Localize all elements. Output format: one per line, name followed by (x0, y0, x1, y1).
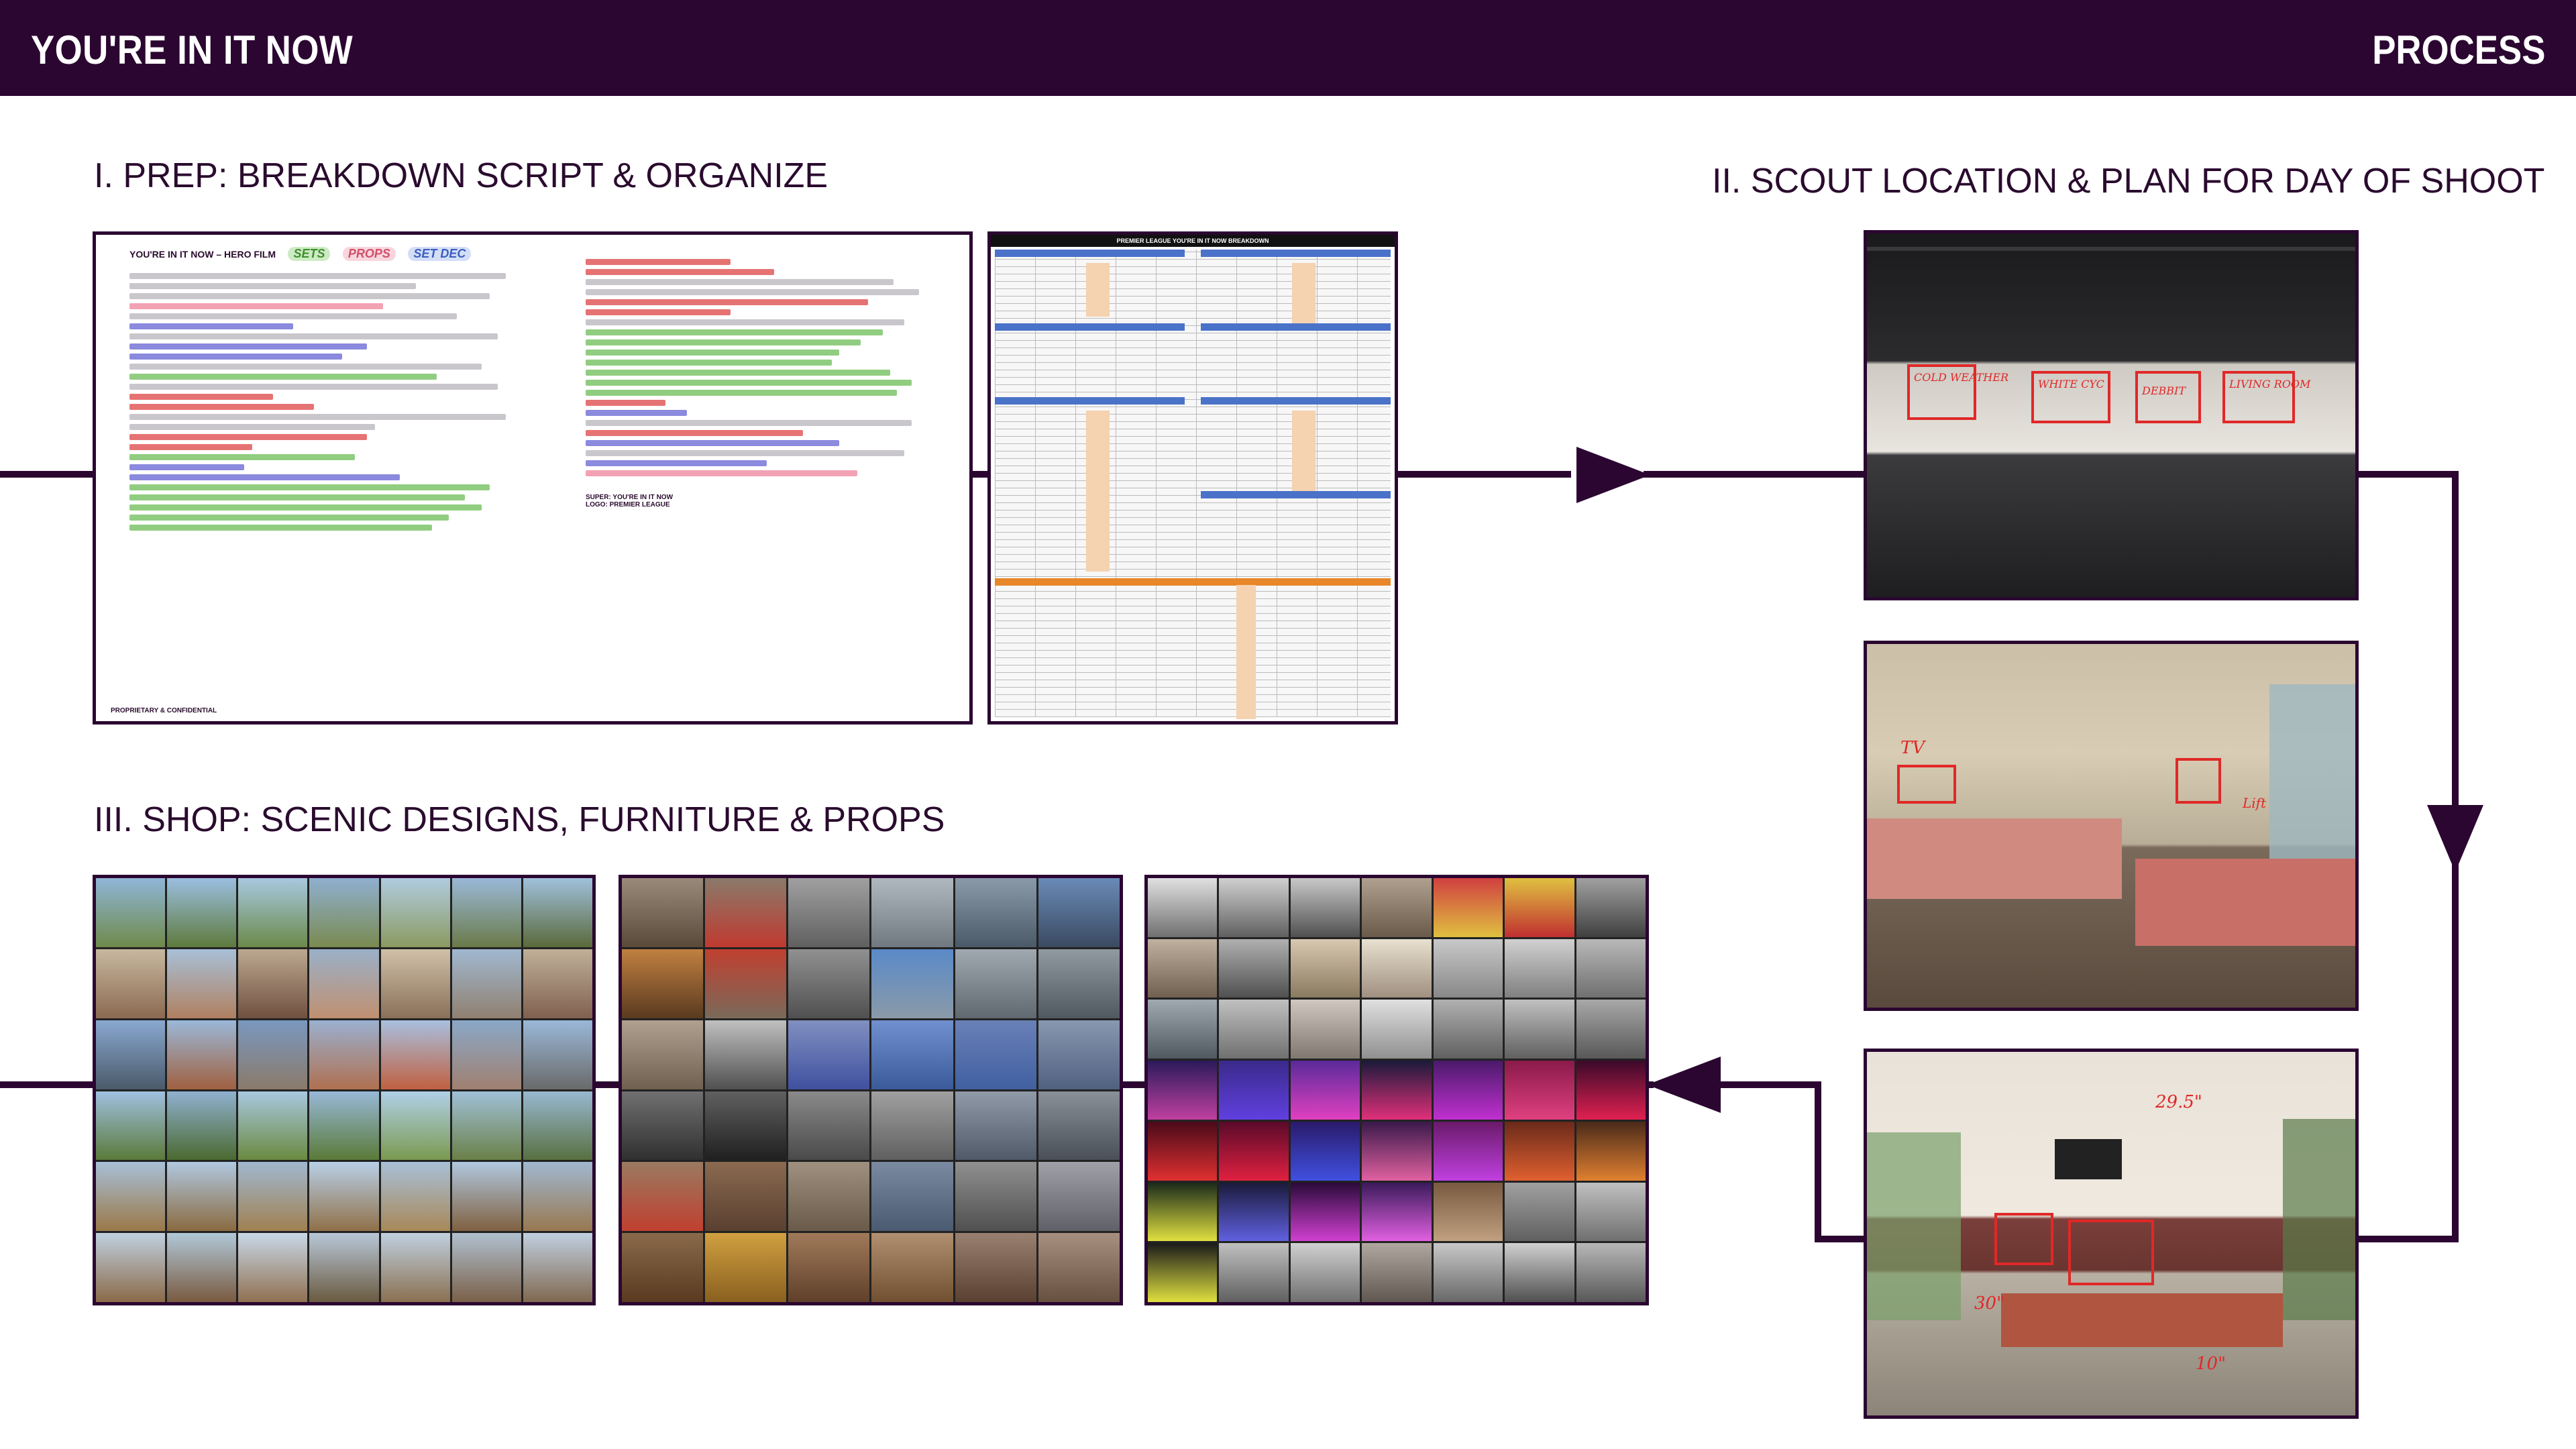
flow-line-left-top (0, 471, 94, 478)
confidential-footer: PROPRIETARY & CONFIDENTIAL (111, 707, 217, 714)
legend-set-dec: SET DEC (408, 247, 472, 261)
booth-note-height: 30" (1974, 1293, 2005, 1313)
super-line: SUPER: YOU'RE IN IT NOW (586, 494, 674, 501)
diner-props-neon-grid (1144, 875, 1649, 1305)
arrow-left-icon (1647, 1057, 1721, 1113)
breakdown-spreadsheet: PREMIER LEAGUE YOU'RE IN IT NOW BREAKDOW… (987, 231, 1398, 724)
flow-line-to-arrow-left (1717, 1081, 1818, 1088)
diner-counter-photo: TV Lift (1864, 641, 2359, 1011)
booth-note-depth: 10" (2196, 1354, 2226, 1374)
diner-note-tv: TV (1900, 738, 1925, 758)
step-shop-title: III. SHOP: SCENIC DESIGNS, FURNITURE & P… (94, 800, 945, 839)
step-scout-title: II. SCOUT LOCATION & PLAN FOR DAY OF SHO… (1712, 162, 2545, 201)
scenic-plants-rocks-grid (93, 875, 596, 1305)
logo-line: LOGO: PREMIER LEAGUE (586, 501, 670, 508)
arrow-right-icon (1576, 447, 1650, 503)
flow-line-left-bottom (0, 1081, 94, 1088)
flow-line-prep-to-scout (1397, 471, 1571, 478)
script-breakdown-document: YOU'RE IN IT NOW – HERO FILM SETS PROPS … (93, 231, 973, 724)
project-title: YOU'RE IN IT NOW (31, 28, 354, 72)
arrow-down-icon (2427, 805, 2483, 872)
flow-line-stage-right (2358, 471, 2459, 478)
furniture-props-grid (619, 875, 1123, 1305)
flow-line-between-grids-2 (1122, 1081, 1148, 1088)
flow-line-booth-left (1815, 1236, 1868, 1242)
legend-props: PROPS (342, 247, 396, 261)
stage-note-2: WHITE CYC (2038, 378, 2104, 390)
stage-scout-photo: COLD WEATHER WHITE CYC DEBBIT LIVING ROO… (1864, 230, 2359, 600)
flow-line-to-stage (1644, 471, 1865, 478)
section-label: PROCESS (2371, 28, 2545, 72)
spreadsheet-title: PREMIER LEAGUE YOU'RE IN IT NOW BREAKDOW… (991, 235, 1395, 247)
stage-note-4: LIVING ROOM (2229, 378, 2311, 390)
diner-booth-photo: 29.5" 30" 10" (1864, 1049, 2359, 1419)
flow-line-between-docs (969, 471, 989, 478)
flow-line-to-booth (2358, 1236, 2459, 1242)
flow-line-vertical-left (1815, 1081, 1821, 1242)
script-heading: YOU'RE IN IT NOW – HERO FILM (129, 249, 276, 260)
legend-sets: SETS (288, 247, 331, 261)
diner-note-lift: Lift (2243, 795, 2267, 811)
step-prep-title: I. PREP: BREAKDOWN SCRIPT & ORGANIZE (94, 156, 828, 195)
script-column-left: YOU'RE IN IT NOW – HERO FILM SETS PROPS … (129, 235, 539, 721)
spreadsheet-grid (995, 250, 1391, 719)
header-bar: YOU'RE IN IT NOW PROCESS (0, 0, 2576, 96)
booth-note-width: 29.5" (2155, 1092, 2202, 1112)
flow-line-stub (1647, 1081, 1654, 1088)
stage-note-1: COLD WEATHER (1914, 371, 2009, 384)
stage-note-3: DEBBIT (2142, 384, 2186, 397)
script-column-right: SUPER: YOU'RE IN IT NOW LOGO: PREMIER LE… (586, 235, 948, 721)
flow-line-between-grids-1 (594, 1081, 621, 1088)
script-lines-left (129, 273, 539, 531)
